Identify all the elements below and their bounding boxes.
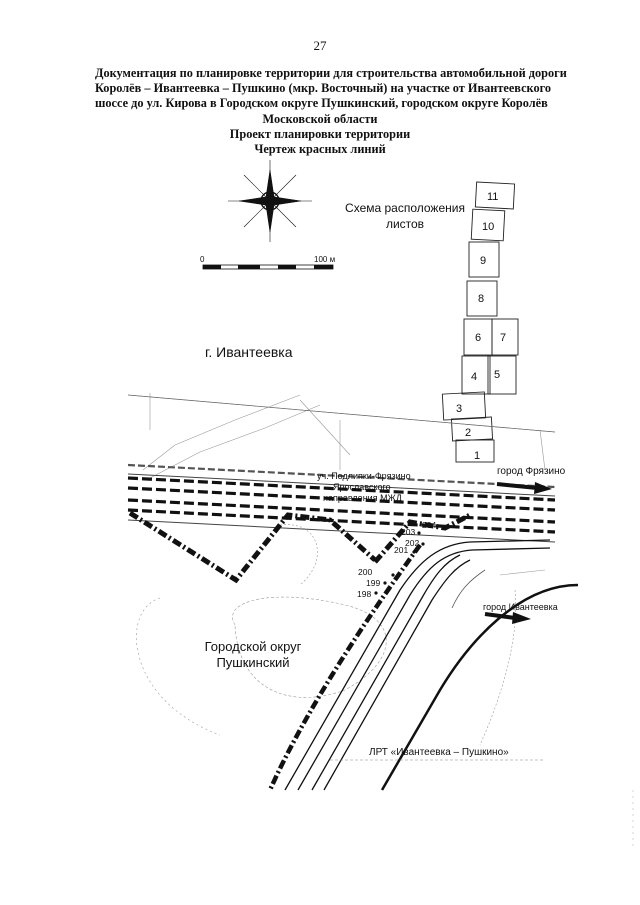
railway-label: уч. Подлипки-Фрязино — [317, 471, 411, 481]
document-heading: Документация по планировке территории дл… — [95, 66, 567, 157]
sheet-number: 10 — [482, 221, 494, 233]
scale-start-label: 0 — [200, 255, 205, 264]
point-label: 203 — [401, 527, 415, 537]
sheet-number: 1 — [474, 450, 480, 462]
sheet-number: 8 — [478, 293, 484, 305]
point-label: 201 — [394, 545, 408, 555]
point-label: 202 — [405, 538, 419, 548]
page-number: 27 — [313, 38, 327, 53]
heading-line: шоссе до ул. Кирова в Городском округе П… — [95, 96, 548, 111]
sheet-number: 5 — [494, 369, 500, 381]
sheet-scheme: Схема расположения листов 1 2 3 4 5 6 7 … — [345, 181, 519, 463]
district-label: Пушкинский — [216, 655, 289, 670]
point-label: 204 — [422, 520, 436, 530]
sheet-number: 6 — [475, 332, 481, 344]
point-label: 199 — [366, 578, 380, 588]
sheet-scheme-title: листов — [386, 217, 424, 231]
district-label: Городской округ — [205, 639, 302, 654]
sheet-number: 3 — [456, 403, 462, 415]
heading-line: Документация по планировке территории дл… — [95, 66, 567, 80]
railway-label: Ярославского — [333, 482, 391, 492]
railway-tracks — [127, 394, 556, 543]
sheet-number: 7 — [500, 332, 506, 344]
to-ivanteevka-label: город Ивантеевка — [483, 602, 558, 612]
red-lines — [128, 510, 472, 791]
scale-bar: 0 100 м — [200, 255, 335, 270]
point-label: 198 — [357, 589, 371, 599]
arrow-fryazino: город Фрязино — [496, 466, 566, 494]
heading-line: Проект планировки территории — [229, 126, 411, 141]
scale-end-label: 100 м — [314, 255, 335, 264]
sheet-number: 4 — [471, 371, 477, 383]
road — [284, 539, 579, 791]
sheet-number: 9 — [480, 255, 486, 267]
sheet-number: 2 — [465, 427, 471, 439]
heading-line: Московской области — [262, 111, 378, 126]
point-label: 200 — [358, 567, 372, 577]
sheet-scheme-title: Схема расположения — [345, 201, 465, 215]
sheet-number: 11 — [487, 191, 498, 203]
to-fryazino-label: город Фрязино — [497, 466, 566, 477]
heading-line: Королёв – Ивантеевка – Пушкино (мкр. Вос… — [95, 81, 552, 96]
lrt-label: ЛРТ «Ивантеевка – Пушкино» — [369, 747, 509, 758]
compass-rose-icon — [228, 160, 312, 242]
turning-points: 198 199 200 201 202 203 204 — [357, 520, 442, 599]
railway-label: направления МЖД — [323, 493, 402, 503]
city-label: г. Ивантеевка — [205, 344, 293, 360]
heading-line: Чертеж красных линий — [254, 142, 386, 157]
arrow-ivanteevka: город Ивантеевка — [483, 602, 558, 624]
